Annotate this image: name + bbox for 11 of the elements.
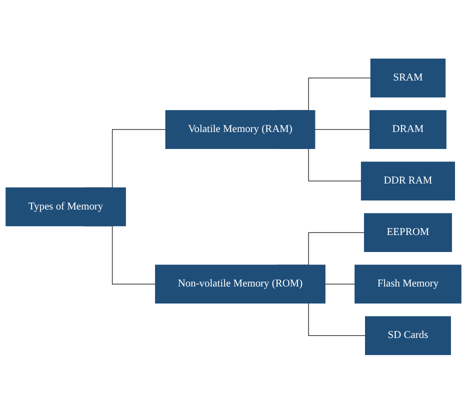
node-box: EEPROM	[364, 213, 452, 252]
node-box: Flash Memory	[354, 264, 462, 304]
node-box: SRAM	[370, 58, 446, 98]
connector	[324, 284, 356, 285]
node-box: Non-volatile Memory (ROM)	[155, 264, 326, 304]
node-box: DDR RAM	[360, 162, 455, 201]
node-box: Volatile Memory (RAM)	[165, 110, 316, 150]
node-box: SD Cards	[365, 316, 451, 356]
node-box: Types of Memory	[6, 188, 126, 226]
node-box: DRAM	[370, 110, 446, 150]
connector	[314, 129, 370, 130]
